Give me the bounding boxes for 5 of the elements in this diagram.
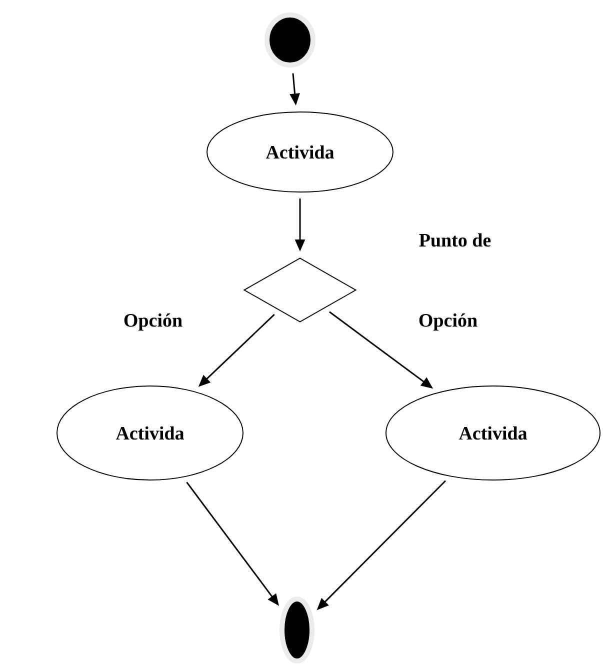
label: Opción bbox=[124, 313, 182, 331]
start-node bbox=[264, 12, 316, 68]
end-node bbox=[280, 596, 314, 664]
label: Opción bbox=[419, 313, 478, 331]
label: Punto de bbox=[419, 233, 491, 247]
